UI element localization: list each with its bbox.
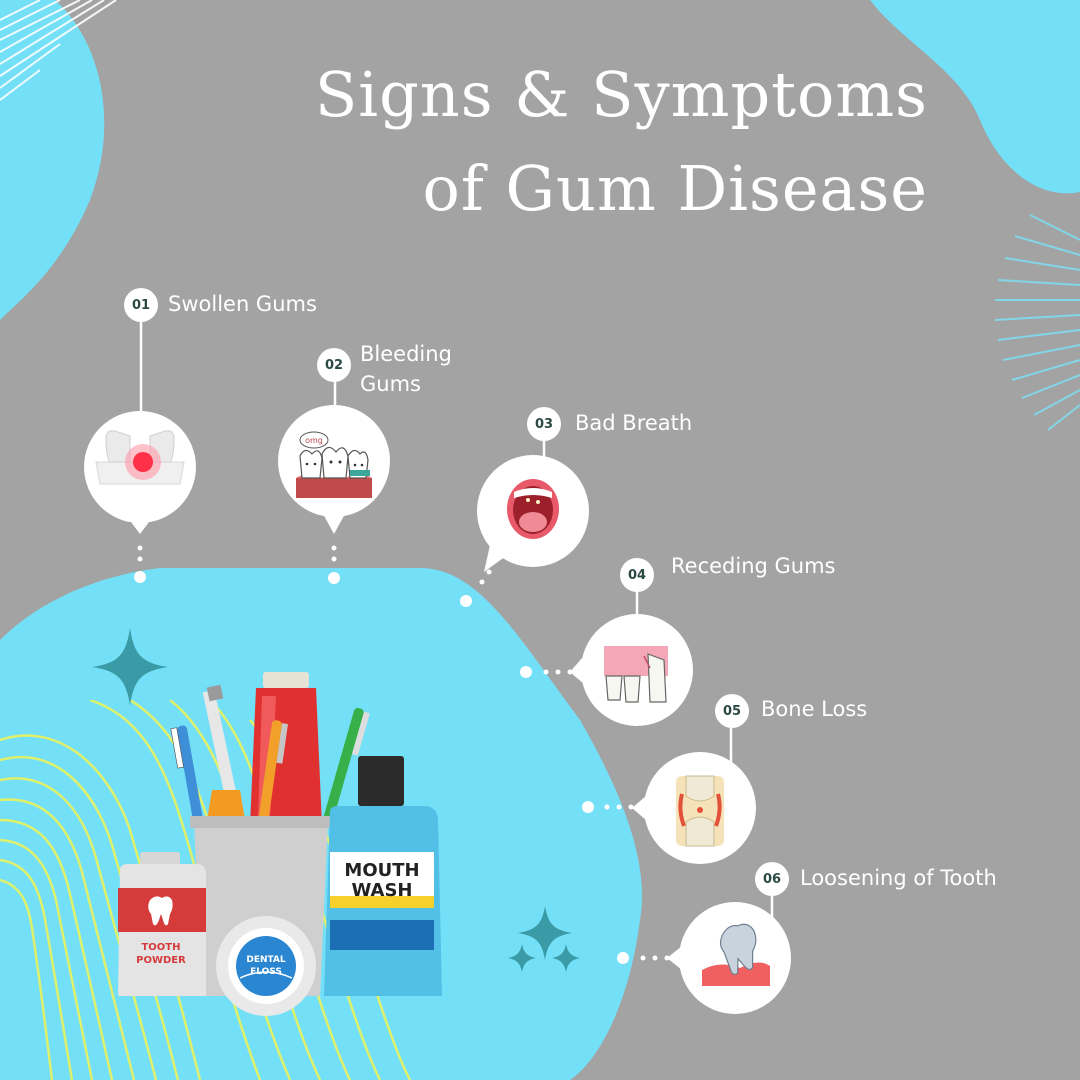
receding-gums-bubble [570,614,693,726]
loosening-tooth-bubble [667,902,791,1014]
knee-joint-icon [676,775,724,847]
symptom-label-receding-gums: Receding Gums [671,554,836,578]
sparkle-small-icon-2 [552,944,580,972]
symptom-number-06: 06 [755,862,789,896]
top-left-rays [0,0,117,101]
mouthwash-label-line2: WASH [351,880,412,901]
symptom-number-04: 04 [620,558,654,592]
receding-gums-icon [604,646,668,703]
large-sparkle-icon [92,628,168,706]
tooth-icon [148,896,173,926]
dotted-connectors [134,545,670,964]
toothbrush-blue [170,725,205,835]
connector-lines [139,320,774,918]
top-right-blob [870,0,1080,194]
tooth-powder-bottle: TOOTH POWDER [118,852,206,996]
symptom-label-bone-loss: Bone Loss [761,697,868,721]
top-left-blob [0,0,105,320]
mouthwash-label-line1: MOUTH [344,860,419,881]
right-rays [994,214,1080,431]
symptom-label-bad-breath: Bad Breath [575,411,693,435]
title-line-1: Signs & Symptoms [314,58,928,131]
dental-floss: DENTAL FLOSS [216,916,316,1016]
tooth-powder-label-line2: POWDER [136,955,186,966]
toothbrush-green [322,707,370,825]
sparkle-icon [518,906,572,960]
symptom-number-03: 03 [527,407,561,441]
bleeding-gums-bubble: omg [278,405,390,534]
symptom-label-loosening-of-tooth: Loosening of Tooth [800,866,997,890]
open-mouth-icon [507,479,559,539]
symptom-number-05: 05 [715,694,749,728]
dental-floss-label-line2: FLOSS [250,967,282,977]
symptom-number-02: 02 [317,348,351,382]
swollen-gums-bubble [84,411,196,534]
swollen-gums-icon [95,430,185,485]
mouthwash-bottle: MOUTH WASH [324,756,442,996]
symptom-label-swollen-gums: Swollen Gums [168,292,317,316]
tooth-powder-label-line1: TOOTH [141,942,180,953]
dental-products-illustration: MOUTH WASH TOOTH POWDER DENTAL FLOSS [118,672,442,1016]
sparkle-small-icon [508,944,536,972]
bone-loss-bubble [632,752,756,864]
symptom-label-bleeding-gums: Bleeding Gums [360,342,452,396]
dental-floss-label-line1: DENTAL [246,955,286,965]
title-line-2: of Gum Disease [422,152,928,225]
loose-tooth-icon [702,923,770,986]
toothbrush-orange [257,720,288,830]
symptom-number-01: 01 [124,288,158,322]
bleeding-gums-icon: omg [296,431,372,498]
bad-breath-bubble [477,455,589,572]
omg-speech-text: omg [305,436,323,445]
